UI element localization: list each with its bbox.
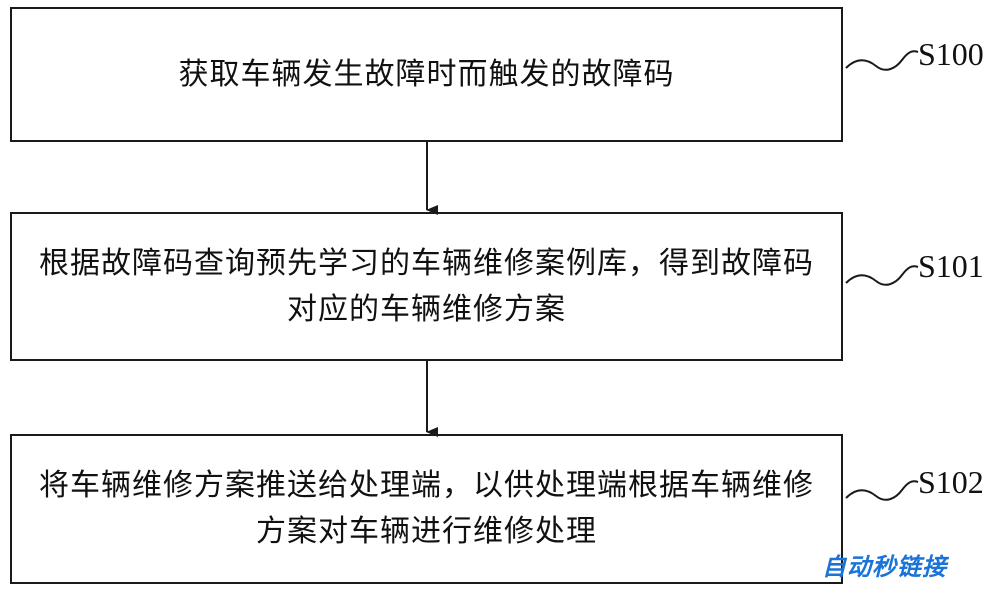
step-text-s100: 获取车辆发生故障时而触发的故障码 (178, 56, 675, 92)
leader-curve-s100 (845, 50, 919, 71)
step-box-s100: 获取车辆发生故障时而触发的故障码 (10, 7, 843, 142)
leader-curve-s101 (845, 265, 919, 286)
step-label-s100: S100 (918, 36, 984, 72)
watermark-logo: 自动秒链接 (822, 553, 947, 581)
step-text-s101: 根据故障码查询预先学习的车辆维修案例库，得到故障码对应的车辆维修方案 (39, 245, 814, 327)
step-box-s102: 将车辆维修方案推送给处理端，以供处理端根据车辆维修方案对车辆进行维修处理 (10, 434, 843, 584)
step-label-s102: S102 (918, 464, 984, 500)
step-box-s101: 根据故障码查询预先学习的车辆维修案例库，得到故障码对应的车辆维修方案 (10, 212, 843, 361)
step-text-s102: 将车辆维修方案推送给处理端，以供处理端根据车辆维修方案对车辆进行维修处理 (39, 468, 814, 549)
step-label-s101: S101 (918, 248, 984, 284)
leader-curve-s102 (845, 480, 919, 501)
